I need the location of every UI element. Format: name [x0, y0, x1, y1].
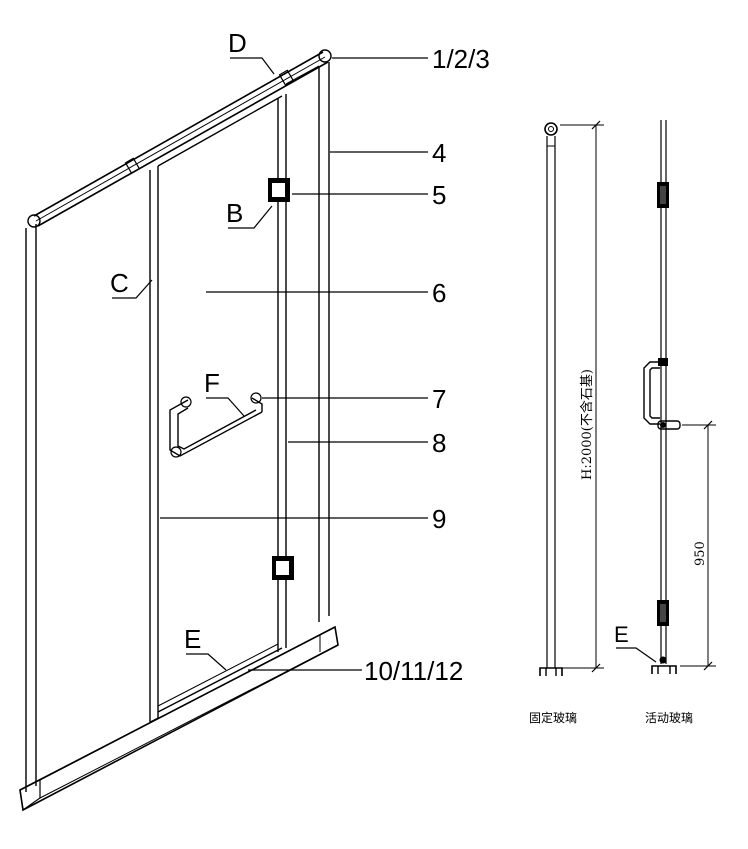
- callout-7-label: 7: [432, 384, 446, 414]
- moving-glass-elevation: [643, 120, 681, 674]
- callout-10-11-12: 10/11/12: [248, 656, 463, 686]
- callout-b-label: B: [226, 198, 243, 228]
- door-handle: [169, 392, 263, 458]
- callout-9: 9: [160, 504, 446, 534]
- stone-base: [19, 625, 339, 812]
- callout-7: 7: [262, 384, 446, 414]
- callout-9-label: 9: [432, 504, 446, 534]
- handle-height-label: 950: [693, 541, 708, 566]
- callout-8: 8: [288, 428, 446, 458]
- height-dimension-label: H:2000(不含石基): [579, 369, 595, 480]
- side-panel: [285, 62, 330, 622]
- callout-e-main-label: E: [184, 624, 201, 654]
- callout-e-main: E: [184, 624, 227, 671]
- fixed-glass-caption: 固定玻璃: [529, 710, 577, 725]
- callout-f: F: [204, 368, 245, 417]
- callout-10-11-12-label: 10/11/12: [364, 656, 463, 686]
- callout-8-label: 8: [432, 428, 446, 458]
- callout-d: D: [228, 28, 275, 75]
- hinge-top: [268, 178, 290, 202]
- callout-1-2-3-label: 1/2/3: [432, 44, 490, 74]
- callout-5: 5: [292, 180, 446, 210]
- callout-d-label: D: [228, 28, 247, 58]
- callout-6: 6: [206, 278, 446, 308]
- callout-1-2-3: 1/2/3: [332, 44, 490, 74]
- handle-height-dimension: 950: [680, 420, 716, 671]
- top-support-bar: [27, 49, 332, 228]
- callout-e-side: E: [614, 622, 657, 663]
- moving-glass-caption: 活动玻璃: [645, 711, 693, 725]
- callout-b: B: [226, 198, 273, 229]
- moving-glass-door: [157, 94, 287, 713]
- fixed-glass-panel: [25, 166, 159, 792]
- callout-6-label: 6: [432, 278, 446, 308]
- callout-f-label: F: [204, 368, 220, 398]
- callout-c: C: [110, 268, 153, 299]
- fixed-glass-elevation: [539, 122, 563, 676]
- height-dimension: H:2000(不含石基): [560, 120, 604, 673]
- callout-5-label: 5: [432, 180, 446, 210]
- callout-4-label: 4: [432, 138, 446, 168]
- callout-e-side-label: E: [614, 622, 629, 647]
- callout-4: 4: [330, 138, 446, 168]
- hinge-bottom: [272, 556, 294, 580]
- callout-c-label: C: [110, 268, 129, 298]
